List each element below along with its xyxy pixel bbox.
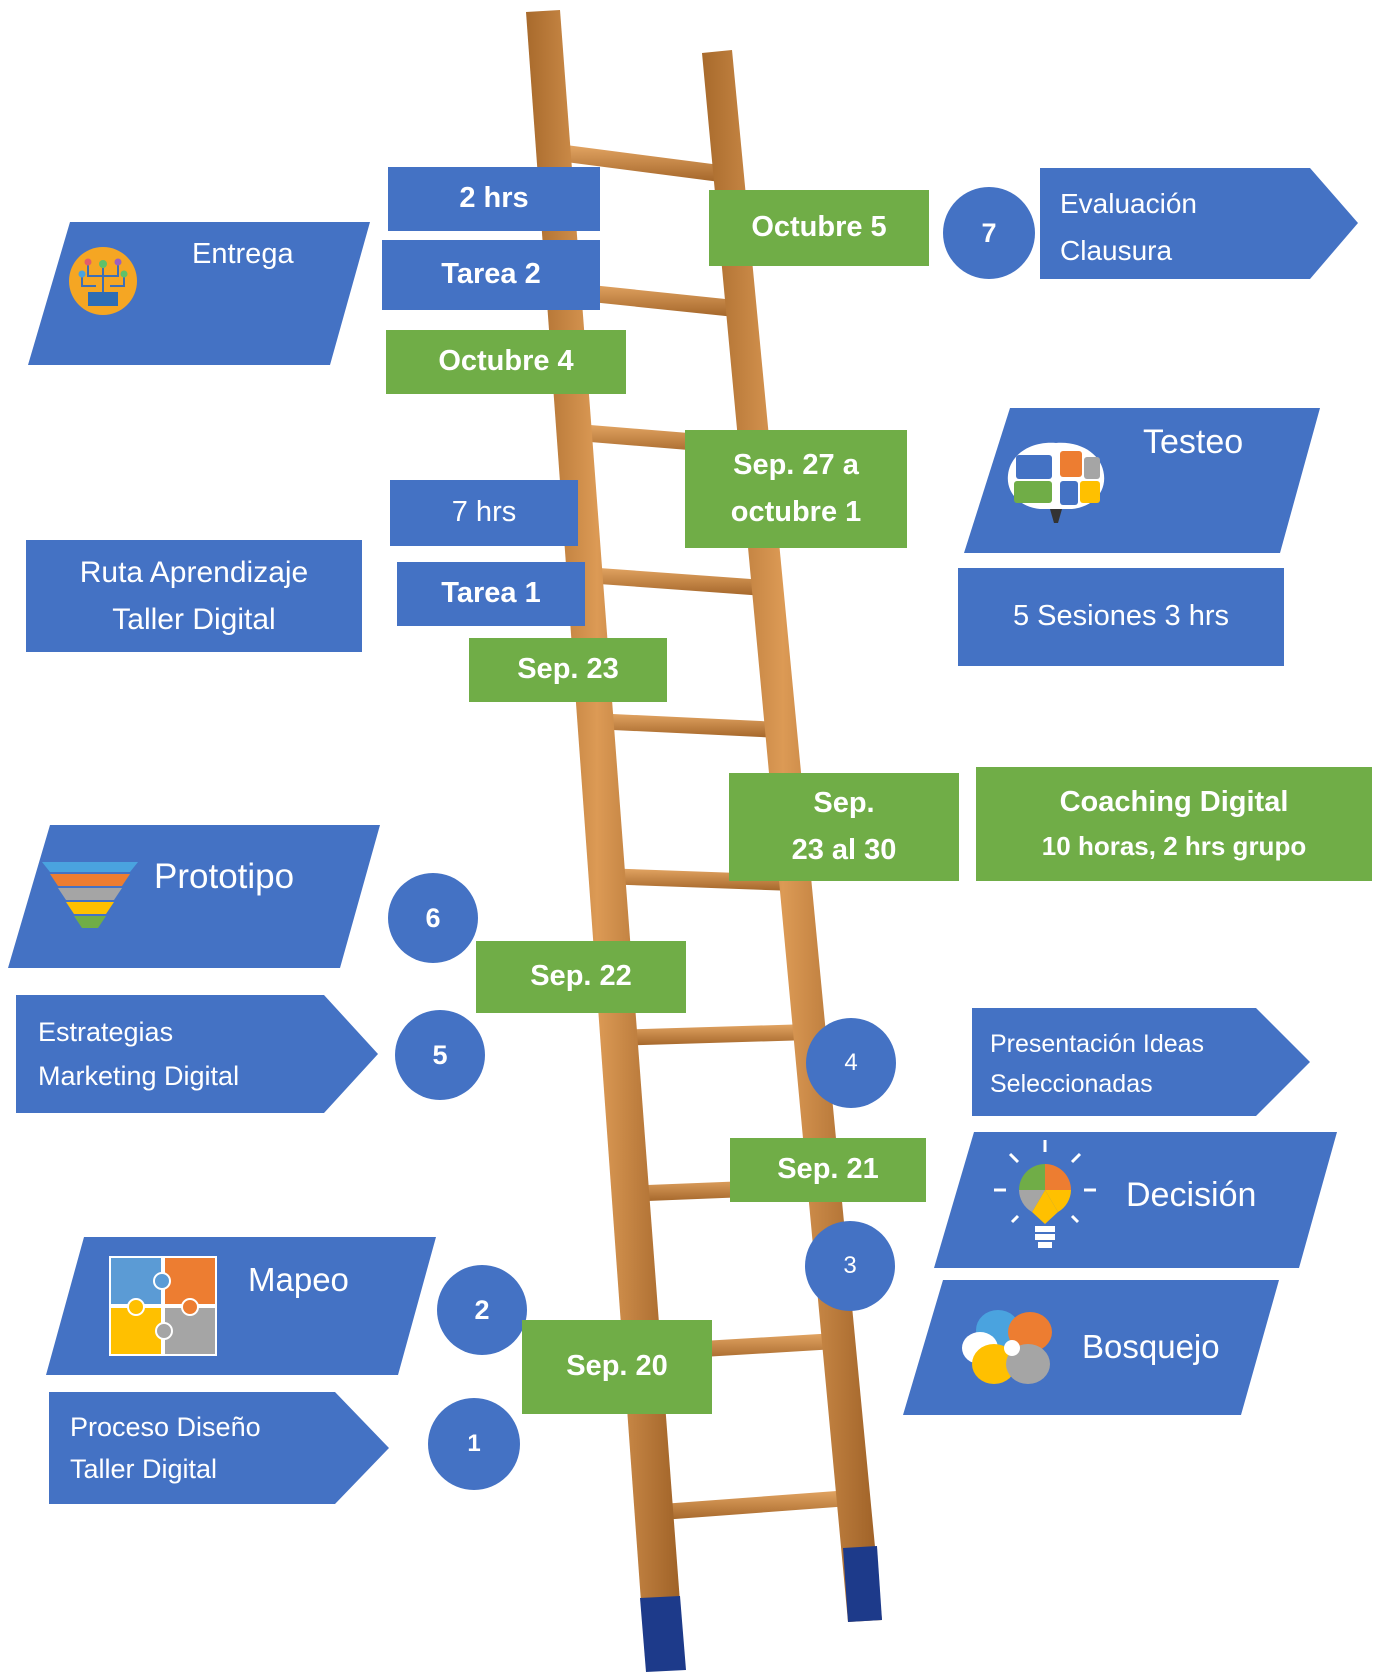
label-line: Marketing Digital	[38, 1061, 240, 1091]
decision-shape	[934, 1132, 1337, 1268]
label-line: Evaluación	[1060, 188, 1197, 219]
date-line: 23 al 30	[791, 834, 897, 866]
evaluacion-arrow	[1040, 168, 1358, 279]
date-label: Octubre 5	[751, 211, 887, 244]
prototipo-label: Prototipo	[154, 857, 295, 896]
hours-label: 2 hrs	[459, 182, 529, 215]
date-line: octubre 1	[730, 496, 862, 528]
date-label: Sep. 21	[777, 1153, 879, 1186]
date-line: Sep. 27 a	[733, 449, 859, 481]
step-number: 5	[432, 1039, 448, 1070]
ladder-feet	[640, 1546, 882, 1672]
date-label: Octubre 4	[438, 345, 574, 378]
label-line: Clausura	[1060, 235, 1173, 266]
date-label: Sep. 22	[530, 960, 632, 993]
estrategias-label: Estrategias Marketing Digital	[38, 1010, 239, 1098]
step-number: 3	[843, 1252, 857, 1279]
flower-icon	[962, 1310, 1052, 1384]
step-number: 6	[425, 902, 441, 933]
route-line: Ruta Aprendizaje	[79, 556, 309, 589]
date-sep-23-al-30: Sep. 23 al 30	[729, 773, 959, 881]
step-7-circle: 7	[943, 187, 1035, 279]
step-number: 1	[467, 1430, 481, 1457]
presentacion-arrow	[972, 1008, 1310, 1116]
evaluacion-label: Evaluación Clausura	[1060, 180, 1197, 274]
decision-label: Decisión	[1126, 1176, 1257, 1214]
label-line: Estrategias	[38, 1017, 174, 1047]
step-6-circle: 6	[388, 873, 478, 963]
coaching-box: Coaching Digital 10 horas, 2 hrs grupo	[976, 767, 1372, 881]
coaching-detail: 10 horas, 2 hrs grupo	[1041, 831, 1307, 861]
puzzle-icon	[109, 1256, 217, 1356]
mapeo-label: Mapeo	[248, 1261, 349, 1298]
hours-7: 7 hrs	[390, 480, 578, 546]
hours-label: 7 hrs	[451, 496, 517, 529]
label-line: Proceso Diseño	[70, 1412, 261, 1442]
proceso-arrow	[49, 1392, 389, 1504]
step-number: 7	[981, 217, 997, 248]
presentacion-label: Presentación Ideas Seleccionadas	[990, 1024, 1204, 1104]
step-5-circle: 5	[395, 1010, 485, 1100]
hours-2: 2 hrs	[388, 167, 600, 231]
task-label: Tarea 2	[441, 258, 541, 291]
label-line: Taller Digital	[70, 1454, 218, 1484]
date-octubre-5: Octubre 5	[709, 190, 929, 266]
bosquejo-label: Bosquejo	[1082, 1328, 1220, 1365]
coaching-title: Coaching Digital	[1059, 786, 1289, 818]
step-3-circle: 3	[805, 1221, 895, 1311]
date-line: Sep.	[813, 787, 875, 819]
estrategias-arrow	[16, 995, 378, 1113]
step-2-circle: 2	[437, 1265, 527, 1355]
entrega-label: Entrega	[192, 238, 294, 270]
date-sep-20: Sep. 20	[522, 1320, 712, 1414]
proceso-label: Proceso Diseño Taller Digital	[70, 1406, 261, 1490]
task-1: Tarea 1	[397, 562, 585, 626]
lightbulb-icon	[994, 1140, 1096, 1248]
route-line: Taller Digital	[112, 603, 276, 636]
mapeo-shape	[46, 1237, 436, 1375]
date-label: Sep. 23	[517, 653, 619, 686]
date-sep-22: Sep. 22	[476, 941, 686, 1013]
route-box: Ruta Aprendizaje Taller Digital	[26, 540, 362, 652]
brain-icon	[1007, 442, 1105, 523]
sessions-box: 5 Sesiones 3 hrs	[958, 568, 1284, 666]
funnel-icon	[42, 862, 138, 928]
date-octubre-4: Octubre 4	[386, 330, 626, 394]
testeo-label: Testeo	[1143, 423, 1244, 461]
date-label: Sep. 20	[566, 1350, 668, 1383]
task-2: Tarea 2	[382, 240, 600, 310]
label-line: Presentación Ideas	[990, 1030, 1205, 1058]
step-number: 2	[474, 1294, 490, 1325]
sessions-label: 5 Sesiones 3 hrs	[1012, 600, 1229, 633]
task-label: Tarea 1	[441, 577, 541, 610]
network-icon	[69, 247, 137, 315]
step-1-circle: 1	[428, 1398, 520, 1490]
label-line: Seleccionadas	[990, 1070, 1153, 1098]
date-sep-21: Sep. 21	[730, 1138, 926, 1202]
date-sep-23: Sep. 23	[469, 638, 667, 702]
date-sep-27-octubre-1: Sep. 27 a octubre 1	[685, 430, 907, 548]
prototipo-shape	[8, 825, 380, 968]
step-4-circle: 4	[806, 1018, 896, 1108]
step-number: 4	[844, 1049, 858, 1076]
